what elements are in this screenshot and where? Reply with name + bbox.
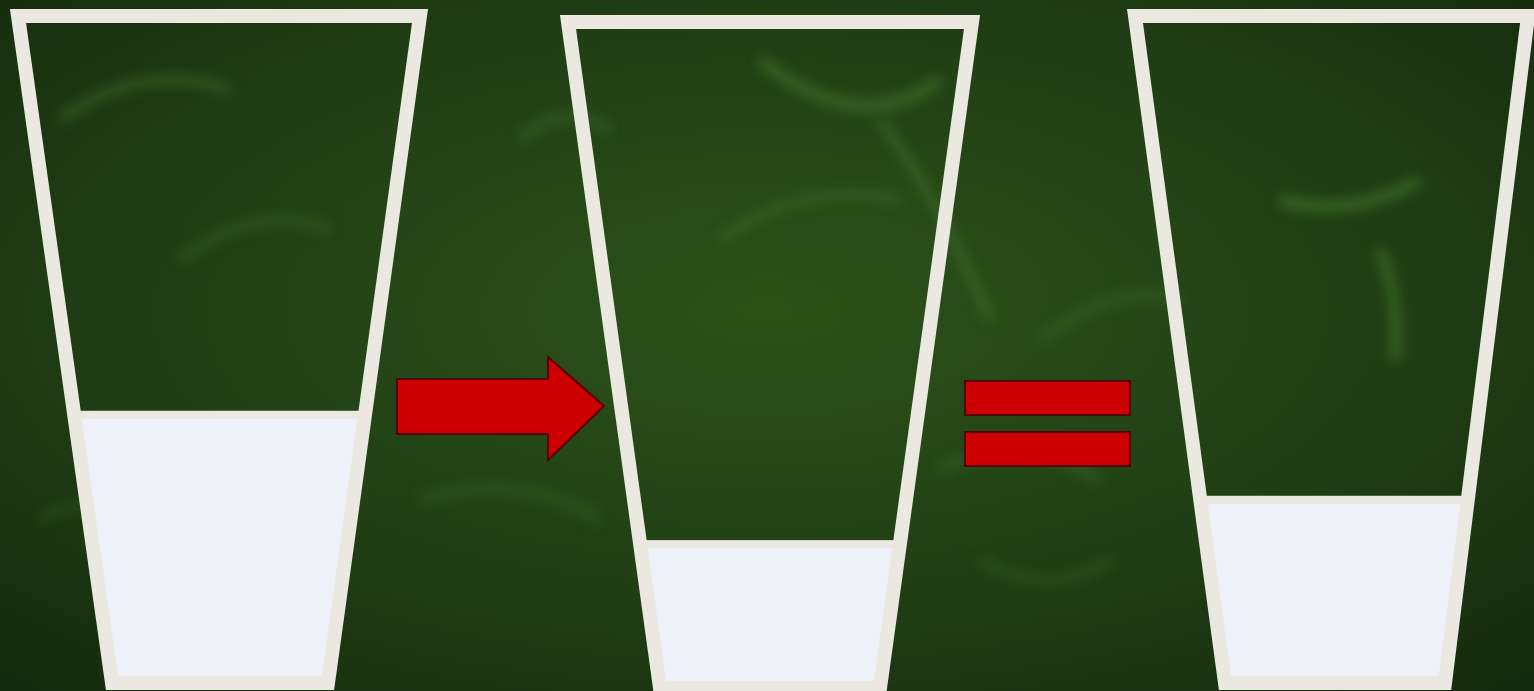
equals-bar-top bbox=[965, 381, 1130, 415]
cup-1-liquid bbox=[74, 415, 365, 676]
equals-bar-bottom bbox=[965, 432, 1130, 466]
cup-2-liquid bbox=[640, 544, 900, 681]
cup-3-liquid bbox=[1200, 500, 1468, 676]
